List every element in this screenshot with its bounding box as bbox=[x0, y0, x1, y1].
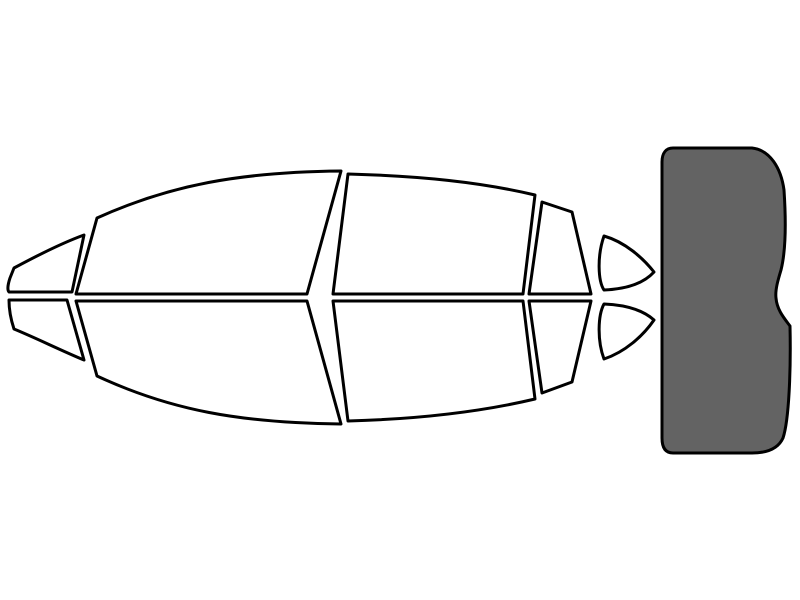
right-rear-vent-window[interactable] bbox=[597, 302, 656, 361]
left-rear-quarter-window[interactable] bbox=[527, 200, 593, 296]
left-front-door-window[interactable] bbox=[74, 169, 343, 296]
left-rear-door-window[interactable] bbox=[331, 172, 537, 296]
rear-windshield[interactable] bbox=[660, 146, 792, 455]
right-front-quarter-window[interactable] bbox=[7, 298, 86, 362]
right-front-door-window[interactable] bbox=[74, 299, 343, 426]
right-rear-quarter-window[interactable] bbox=[527, 299, 593, 395]
left-rear-vent-window[interactable] bbox=[597, 234, 656, 292]
right-rear-door-window[interactable] bbox=[331, 299, 537, 423]
left-front-quarter-window[interactable] bbox=[6, 233, 86, 294]
